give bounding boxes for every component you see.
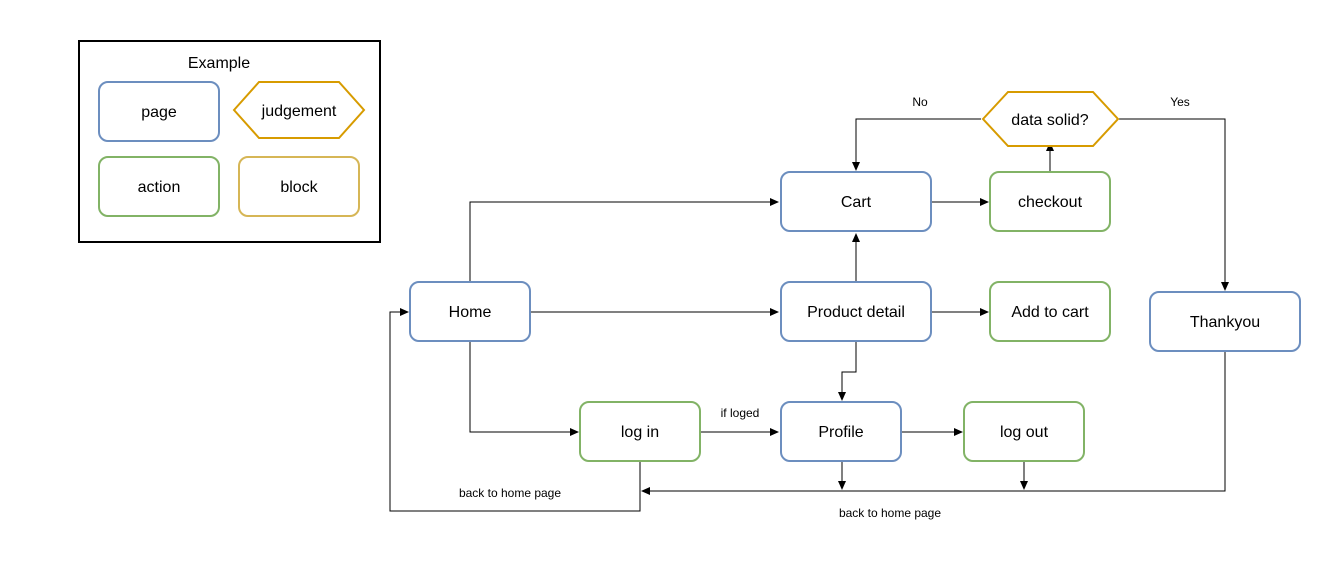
node-data-solid-label: data solid?: [1011, 112, 1088, 129]
node-thankyou: Thankyou: [1149, 291, 1301, 352]
legend: Example page judgement action block: [78, 40, 381, 243]
node-product-detail-label: Product detail: [807, 304, 905, 321]
node-home-label: Home: [449, 304, 492, 321]
node-log-in: log in: [579, 401, 701, 462]
node-log-out: log out: [963, 401, 1085, 462]
node-log-in-label: log in: [621, 424, 659, 441]
node-product-detail: Product detail: [780, 281, 932, 342]
edge-home-to-log-in: [469, 342, 579, 436]
edge-label-if-loged: if loged: [721, 406, 760, 420]
legend-page-label: page: [141, 104, 177, 121]
legend-action-label: action: [138, 179, 181, 196]
edge-label-no: No: [912, 95, 928, 109]
edges: [389, 118, 1229, 512]
edge-thankyou-back-to-home: [641, 352, 1226, 495]
edge-data-solid-no-to-cart: [852, 118, 981, 171]
node-cart: Cart: [780, 171, 932, 232]
edge-log-in-back-to-home: [389, 308, 641, 512]
legend-block-label: block: [280, 179, 318, 196]
edge-label-back-home-bottom: back to home page: [839, 506, 941, 520]
legend-page-box: [98, 81, 220, 142]
node-thankyou-label: Thankyou: [1190, 314, 1260, 331]
node-data-solid: data solid?: [981, 91, 1120, 147]
node-profile-label: Profile: [818, 424, 863, 441]
edge-data-solid-yes-to-thankyou: [1118, 118, 1229, 291]
legend-judgement-diamond: [232, 81, 366, 139]
node-profile: Profile: [780, 401, 902, 462]
legend-judgement-label: judgement: [261, 103, 337, 120]
edge-label-yes: Yes: [1170, 95, 1190, 109]
node-checkout: checkout: [989, 171, 1111, 232]
node-log-out-label: log out: [1000, 424, 1049, 441]
edge-labels: No Yes if loged back to home page back t…: [459, 95, 1190, 520]
nodes: Home Cart checkout data solid? Product d…: [409, 91, 1301, 462]
edge-product-detail-to-profile: [838, 342, 857, 401]
edge-label-back-home-left: back to home page: [459, 486, 561, 500]
node-cart-label: Cart: [841, 194, 872, 211]
node-checkout-label: checkout: [1018, 194, 1083, 211]
node-add-to-cart: Add to cart: [989, 281, 1111, 342]
edge-home-to-cart: [469, 198, 779, 282]
legend-title: Example: [188, 55, 250, 72]
legend-block-box: [238, 156, 360, 217]
legend-action-box: [98, 156, 220, 217]
node-add-to-cart-label: Add to cart: [1011, 304, 1089, 321]
node-home: Home: [409, 281, 531, 342]
